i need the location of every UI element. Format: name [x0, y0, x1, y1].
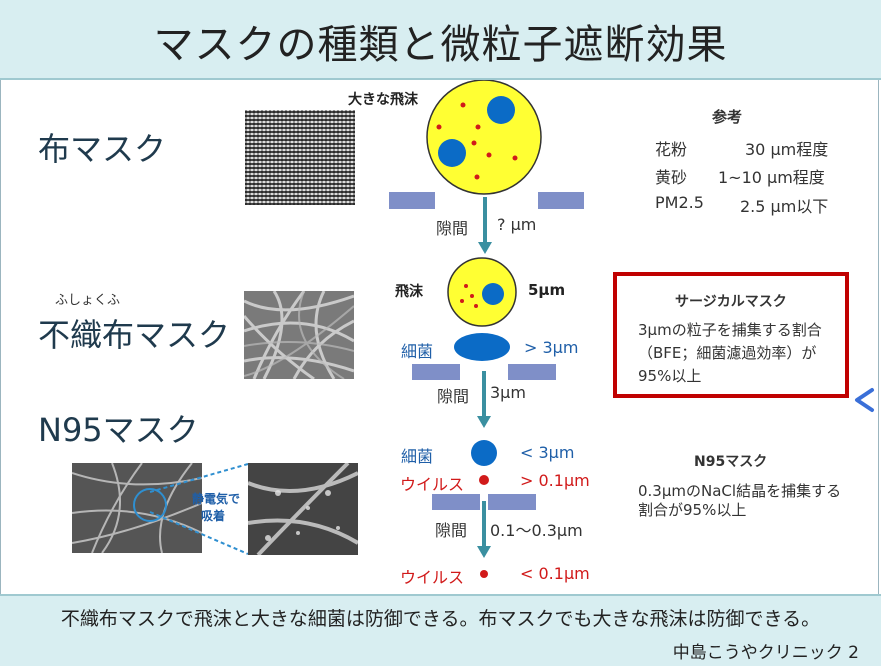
filtration-diagram	[389, 80, 584, 578]
title-bar: マスクの種類と微粒子遮断効果	[0, 0, 881, 80]
virus-dot-2	[480, 570, 488, 578]
cloth-mask-label: 布マスク	[38, 130, 167, 168]
arrow-2-head	[477, 416, 491, 428]
n95-note-heading: N95マスク	[694, 454, 768, 470]
gap1-label: 隙間	[436, 219, 469, 238]
gap3-size: 0.1〜0.3μm	[490, 521, 583, 540]
droplet-size: 5μm	[528, 281, 566, 299]
n95-sem-zoom-image	[248, 463, 358, 555]
droplet-circle	[447, 257, 517, 327]
reference-name-2: 黄砂	[655, 168, 688, 187]
large-droplet-red-particles	[436, 102, 518, 180]
static-label-1: 静電気で	[192, 492, 241, 506]
reference-name-3: PM2.5	[655, 193, 704, 212]
virus2-label: ウイルス	[400, 568, 465, 587]
gap-block-3b	[488, 494, 536, 510]
nonwoven-fibers	[244, 291, 354, 379]
gap2-label: 隙間	[437, 387, 470, 406]
surgical-line-2: （BFE；細菌濾過効率）が	[638, 344, 817, 362]
surgical-mask-box: サージカルマスク 3μmの粒子を捕集する割合 （BFE；細菌濾過効率）が 95%…	[613, 272, 849, 398]
cloth-texture-image	[245, 110, 355, 205]
virus1-size: > 0.1μm	[520, 471, 590, 490]
n95-mask-label: N95マスク	[38, 411, 199, 449]
nonwoven-ruby: ふしょくふ	[55, 293, 121, 308]
large-droplet-blue-particle-1	[487, 96, 515, 124]
bacteria1-label: 細菌	[401, 342, 434, 361]
large-droplet-label: 大きな飛沫	[348, 92, 418, 108]
footer-summary: 不織布マスクで飛沫と大きな細菌は防御できる。布マスクでも大きな飛沫は防御できる。	[60, 608, 821, 630]
gap-block-1a	[389, 192, 435, 209]
n95-note-line-2: 割合が95%以上	[638, 501, 747, 519]
gap-block-3a	[432, 494, 480, 510]
gap-block-2b	[508, 364, 556, 380]
bacteria1-size: > 3μm	[524, 338, 579, 357]
footer-credit: 中島こうやクリニック 2	[672, 643, 859, 663]
static-label-2: 吸着	[201, 509, 226, 523]
gap1-size: ? μm	[497, 215, 537, 234]
slide-title: マスクの種類と微粒子遮断効果	[153, 22, 728, 68]
footer-bar: 不織布マスクで飛沫と大きな細菌は防御できる。布マスクでも大きな飛沫は防御できる。…	[0, 594, 881, 666]
reference-name-1: 花粉	[655, 140, 688, 159]
large-droplet-circle	[426, 80, 542, 195]
gap-block-2a	[412, 364, 460, 380]
droplet-red-particles	[460, 284, 478, 308]
nonwoven-texture-image	[244, 291, 354, 379]
zoom-connector-lines	[149, 463, 249, 555]
virus1-label: ウイルス	[400, 475, 465, 494]
n95-fibers-b	[248, 463, 358, 555]
reference-value-2: 1~10 μm程度	[718, 168, 825, 187]
droplet-blue-particle	[482, 283, 504, 305]
gap-block-1b	[538, 192, 584, 209]
bacteria-ellipse	[454, 333, 510, 361]
bacteria2-label: 細菌	[401, 447, 434, 466]
zoom-circle	[133, 488, 167, 522]
reference-heading: 参考	[712, 108, 743, 126]
pointer-arrow-icon	[855, 388, 874, 412]
virus2-size: < 0.1μm	[520, 564, 590, 583]
arrow-3-head	[477, 546, 491, 558]
virus-dot-1	[479, 475, 489, 485]
arrow-1-head	[478, 242, 492, 254]
bacteria-small-circle	[471, 440, 497, 466]
reference-value-1: 30 μm程度	[745, 140, 829, 159]
reference-value-3: 2.5 μm以下	[740, 197, 829, 216]
nonwoven-mask-label: 不織布マスク	[38, 316, 231, 354]
gap3-label: 隙間	[435, 521, 468, 540]
surgical-line-1: 3μmの粒子を捕集する割合	[638, 321, 822, 339]
droplet-label: 飛沫	[395, 284, 423, 300]
large-droplet-blue-particle-2	[438, 139, 466, 167]
surgical-heading: サージカルマスク	[675, 294, 787, 310]
surgical-line-3: 95%以上	[638, 367, 702, 385]
bacteria2-size: < 3μm	[520, 443, 575, 462]
n95-note-line-1: 0.3μmのNaCl結晶を捕集する	[638, 482, 842, 500]
gap2-size: 3μm	[490, 383, 526, 402]
